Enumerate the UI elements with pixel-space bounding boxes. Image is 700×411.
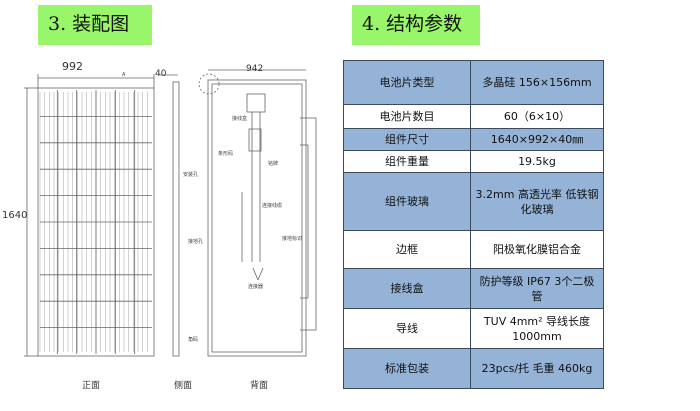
back-panel-frame	[207, 79, 307, 357]
spec-value: TUV 4mm² 导线长度 1000mm	[470, 308, 604, 349]
spec-key: 电池片类型	[343, 60, 471, 105]
spec-key: 组件重量	[343, 150, 471, 173]
spec-key: 导线	[343, 308, 471, 349]
callout-ground-mark: 接地标识	[282, 236, 303, 242]
spec-key: 标准包装	[343, 348, 471, 389]
structure-params-heading: 4. 结构参数	[352, 5, 480, 45]
callout-cable: 连接线缆	[262, 203, 283, 209]
spec-key: 边框	[343, 230, 471, 269]
spec-value: 3.2mm 高透光率 低铁钢化玻璃	[470, 172, 604, 231]
spec-value: 23pcs/托 毛重 460kg	[470, 348, 604, 389]
spec-row: 边框阳极氧化膜铝合金	[343, 230, 604, 269]
spec-value: 阳极氧化膜铝合金	[470, 230, 604, 269]
spec-value: 多晶硅 156×156mm	[470, 60, 604, 105]
callout-barcode: 条形码	[218, 151, 234, 157]
callout-mounting-hole: 安装孔	[183, 172, 199, 178]
front-panel-frame	[37, 87, 155, 357]
front-view-label: 正面	[82, 381, 101, 391]
front-height-dimension: 1640	[2, 210, 28, 221]
assembly-drawing-heading: 3. 装配图	[38, 5, 152, 45]
side-panel	[172, 81, 180, 357]
spec-row: 接线盒防护等级 IP67 3个二极管	[343, 268, 604, 309]
callout-junction-box: 接线盒	[232, 116, 248, 122]
spec-value: 1640×992×40㎜	[470, 128, 604, 151]
junction-box	[246, 93, 266, 113]
nameplate	[248, 128, 262, 152]
spec-key: 电池片数目	[343, 104, 471, 129]
spec-key: 组件尺寸	[343, 128, 471, 151]
spec-key: 接线盒	[343, 268, 471, 309]
callout-nameplate: 铭牌	[268, 161, 279, 167]
side-thickness-dimension: 40	[155, 69, 167, 79]
callout-ground-hole: 接地孔	[188, 239, 204, 245]
front-width-dimension: 992	[62, 60, 83, 73]
spec-row: 电池片类型多晶硅 156×156mm	[343, 60, 604, 105]
back-view-label: 背面	[250, 381, 269, 391]
spec-value: 防护等级 IP67 3个二极管	[470, 268, 604, 309]
callout-connector: 连接器	[248, 284, 264, 290]
spec-value: 19.5kg	[470, 150, 604, 173]
side-view-label: 侧面	[174, 381, 193, 391]
back-width-dimension: 942	[246, 64, 264, 74]
spec-value: 60（6×10）	[470, 104, 604, 129]
section-mark: A	[122, 72, 126, 78]
spec-key: 组件玻璃	[343, 172, 471, 231]
callout-corner: 角码	[188, 337, 199, 343]
